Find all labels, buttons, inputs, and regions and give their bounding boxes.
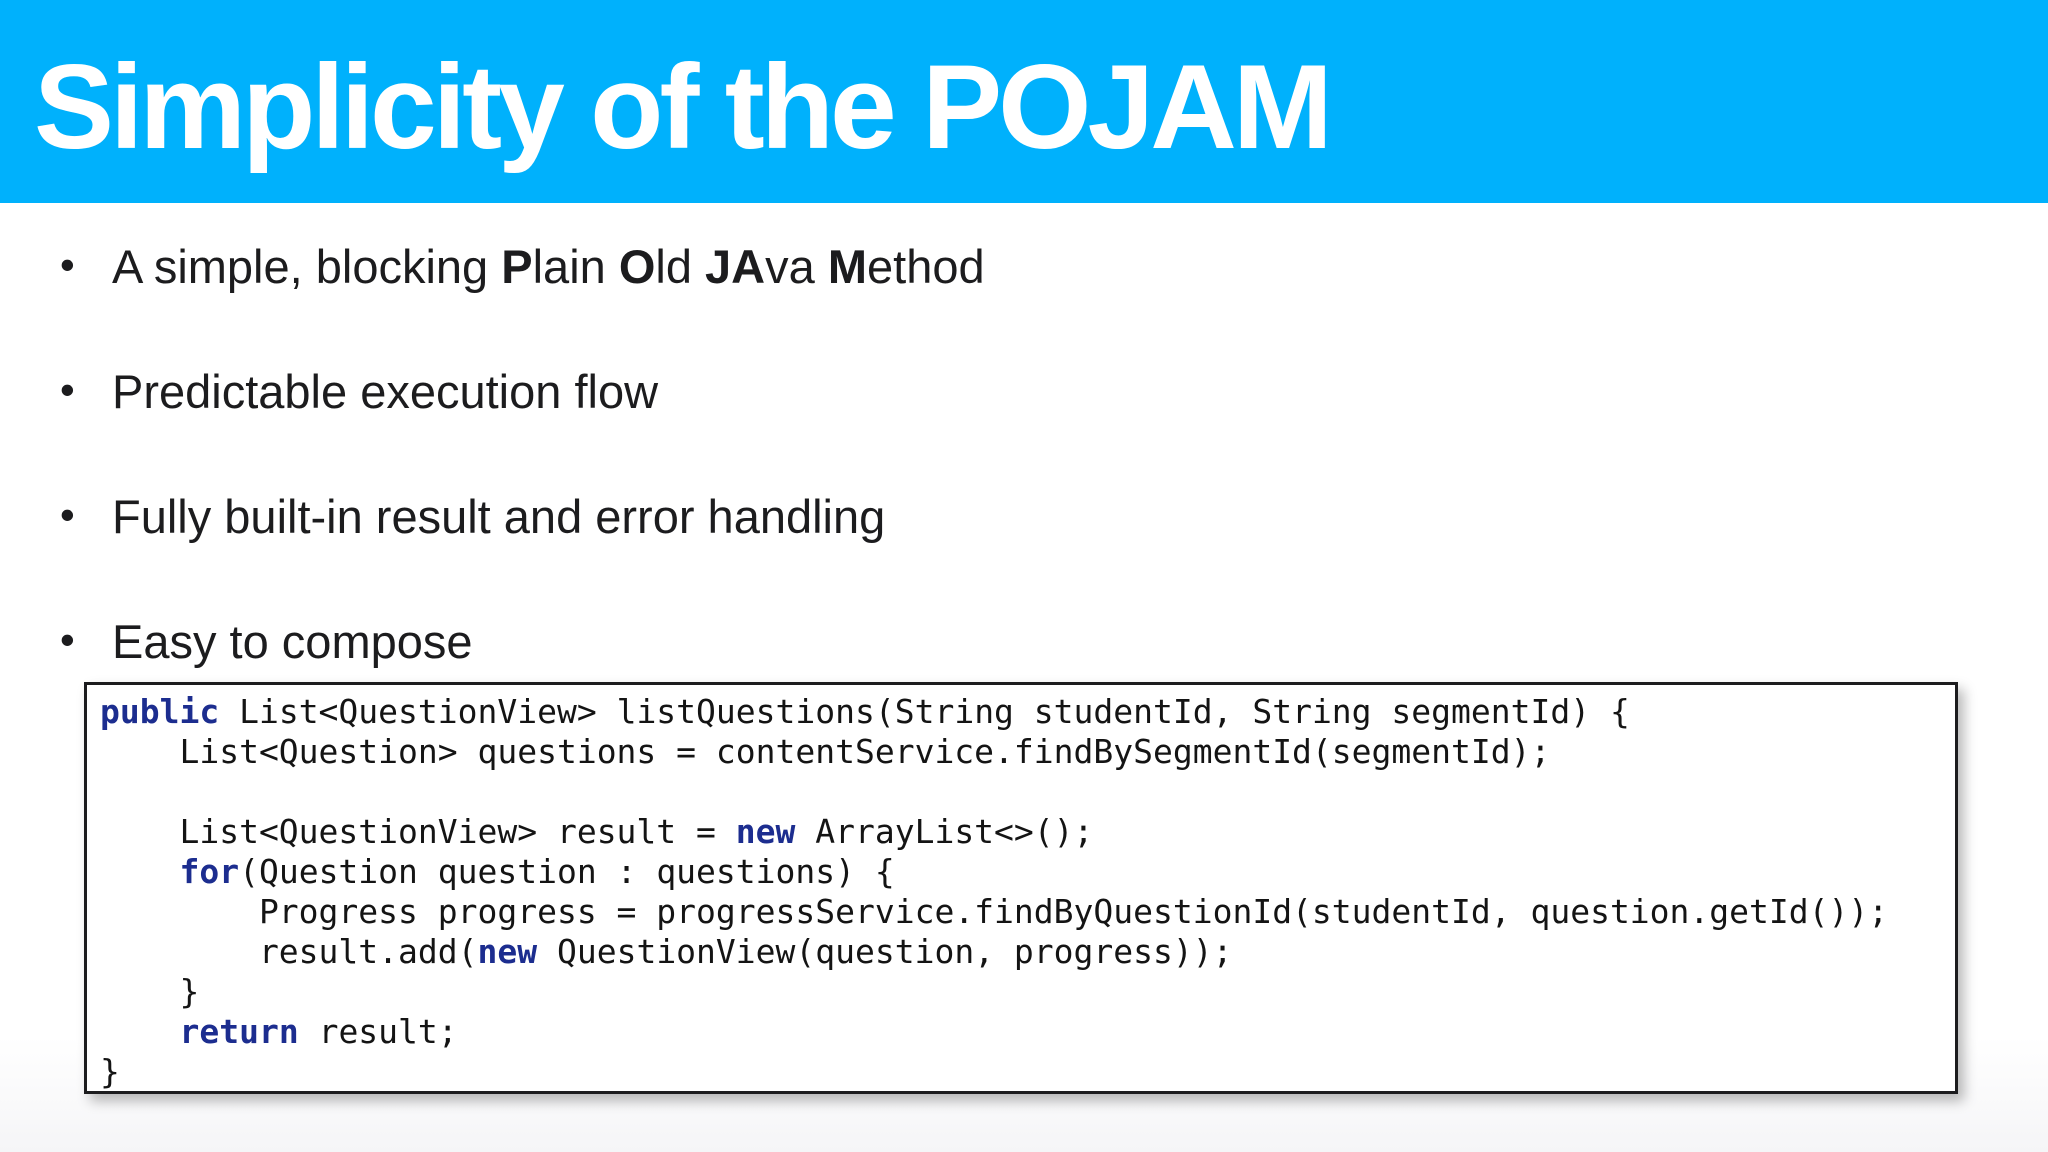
bullet-text: Predictable execution flow <box>112 365 659 418</box>
code-line <box>100 772 1955 812</box>
bullet-marker-icon: • <box>60 491 75 538</box>
bullet-text: A simple, blocking Plain Old JAva Method <box>112 240 985 293</box>
code-line: Progress progress = progressService.find… <box>100 892 1889 931</box>
slide-title: Simplicity of the POJAM <box>34 39 1333 174</box>
bullet-text: Easy to compose <box>112 615 473 668</box>
code-line: } <box>100 1052 120 1091</box>
code-line: List<Question> questions = contentServic… <box>100 732 1551 771</box>
title-bar: Simplicity of the POJAM <box>0 0 2048 203</box>
bullet-list: • A simple, blocking Plain Old JAva Metho… <box>58 240 985 743</box>
code-block: public List<QuestionView> listQuestions(… <box>100 692 1955 1091</box>
code-line: List<QuestionView> result = new ArrayLis… <box>100 812 1094 851</box>
code-box: public List<QuestionView> listQuestions(… <box>84 682 1958 1094</box>
bullet-marker-icon: • <box>60 241 75 288</box>
bullet-marker-icon: • <box>60 366 75 413</box>
code-line: return result; <box>179 1012 458 1051</box>
bullet-item: • Fully built-in result and error handlin… <box>58 490 985 543</box>
code-line: for(Question question : questions) { <box>179 852 895 891</box>
bullet-item: • A simple, blocking Plain Old JAva Metho… <box>58 240 985 293</box>
code-line: } <box>100 972 200 1011</box>
bullet-text: Fully built-in result and error handling <box>112 490 886 543</box>
bullet-marker-icon: • <box>60 616 75 663</box>
bullet-item: • Easy to compose <box>58 615 985 668</box>
code-line: public List<QuestionView> listQuestions(… <box>100 692 1630 731</box>
code-line: result.add(new QuestionView(question, pr… <box>100 932 1233 971</box>
bullet-item: • Predictable execution flow <box>58 365 985 418</box>
